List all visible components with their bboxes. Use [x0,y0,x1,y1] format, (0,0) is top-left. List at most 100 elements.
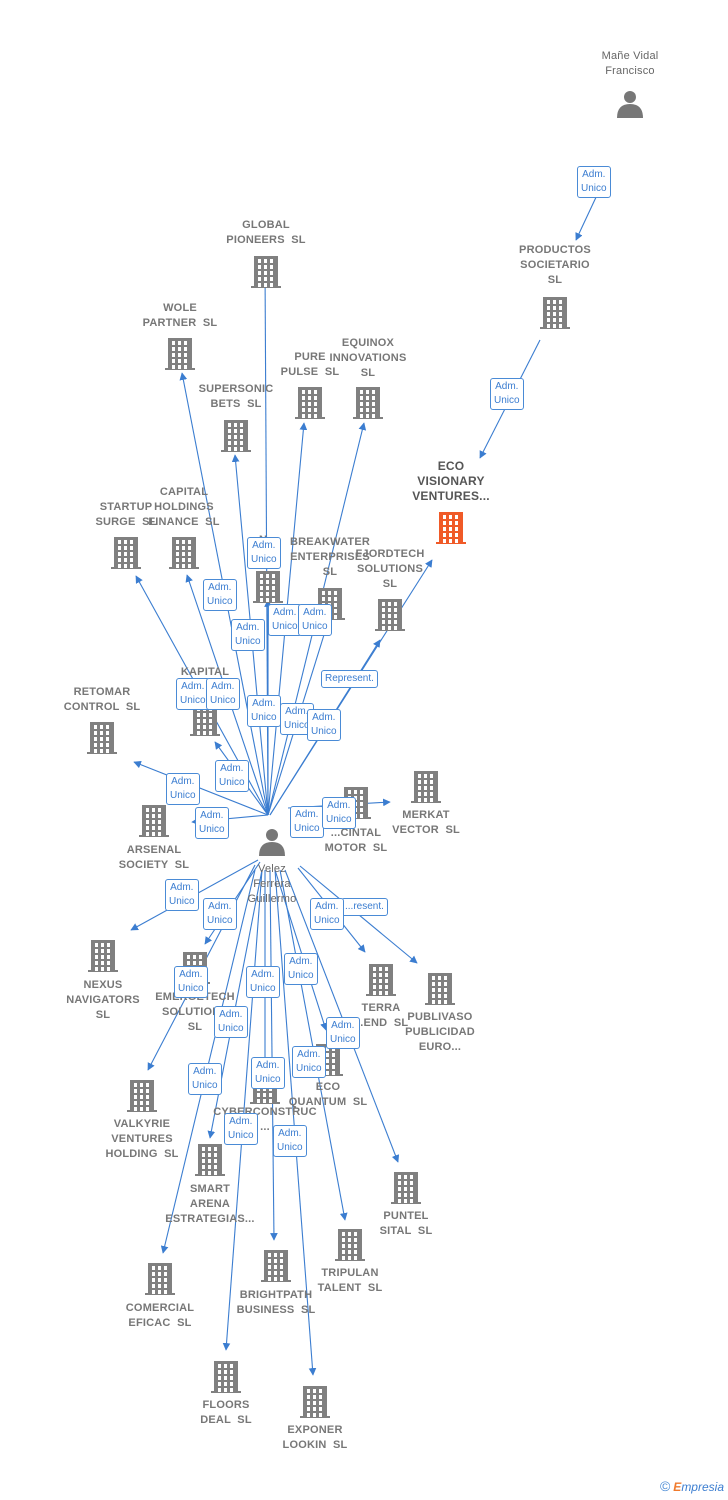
company-label[interactable]: GLOBAL PIONEERS SL [226,219,306,246]
relation-badge-adm-unico[interactable]: Adm. Unico [273,1125,307,1157]
company-label[interactable]: CAPITAL HOLDINGS FINANCE SL [148,486,220,528]
company-label[interactable]: PUBLIVASO PUBLICIDAD EURO... [405,1011,475,1053]
company-building-icon[interactable] [261,1250,291,1282]
highlight-company-label[interactable]: ECO VISIONARY VENTURES... [412,459,490,503]
person-icon[interactable] [617,91,643,118]
company-building-icon[interactable] [366,964,396,996]
relation-badge-adm-unico[interactable]: Adm. Unico [322,797,356,829]
relation-badge-adm-unico[interactable]: Adm. Unico [188,1063,222,1095]
company-building-icon[interactable] [425,973,455,1005]
relation-badge-adm-unico[interactable]: Adm. Unico [176,678,210,710]
company-building-icon[interactable] [295,387,325,419]
company-building-icon[interactable] [127,1080,157,1112]
company-label[interactable]: WOLE PARTNER SL [142,302,218,329]
relation-badge-adm-unico[interactable]: Adm. Unico [326,1017,360,1049]
company-building-icon[interactable] [195,1144,225,1176]
relation-badge-adm-unico[interactable]: Adm. Unico [203,898,237,930]
company-label[interactable]: FLOORS DEAL SL [200,1399,252,1426]
relation-edge [279,869,348,1221]
company-building-icon[interactable] [253,571,283,603]
company-label[interactable]: COMERCIAL EFICAC SL [125,1302,195,1329]
company-label[interactable]: NEXUS NAVIGATORS SL [66,979,140,1021]
relation-badge-adm-unico[interactable]: Adm. Unico [310,898,344,930]
company-building-icon[interactable] [335,1229,365,1261]
relation-edge [222,869,263,1351]
company-building-icon[interactable] [169,537,199,569]
company-label[interactable]: VALKYRIE VENTURES HOLDING SL [105,1118,179,1160]
relation-badge-adm-unico[interactable]: Adm. Unico [231,619,265,651]
nodes-layer [87,91,643,1418]
relation-edge [160,869,256,1254]
company-label[interactable]: BRIGHTPATH BUSINESS SL [236,1289,316,1316]
relation-badge-adm-unico[interactable]: Adm. Unico [490,378,524,410]
relation-badge-represent[interactable]: ...resent. [341,898,388,916]
company-label[interactable]: TRIPULAN TALENT SL [317,1267,383,1294]
company-label[interactable]: MERKAT VECTOR SL [392,809,460,836]
relation-badge-adm-unico[interactable]: Adm. Unico [247,537,281,569]
company-building-icon[interactable] [353,387,383,419]
relation-badge-adm-unico[interactable]: Adm. Unico [174,966,208,998]
company-label[interactable]: FJORDTECH SOLUTIONS SL [355,548,425,590]
relation-badge-adm-unico[interactable]: Adm. Unico [307,709,341,741]
relation-badge-adm-unico[interactable]: Adm. Unico [214,1006,248,1038]
company-label[interactable]: SMART ARENA ESTRATEGIAS... [165,1183,255,1225]
relation-edge [274,869,317,1376]
relation-badge-adm-unico[interactable]: Adm. Unico [247,695,281,727]
relation-badge-adm-unico[interactable]: Adm. Unico [251,1057,285,1089]
relation-badge-adm-unico[interactable]: Adm. Unico [290,806,324,838]
relation-badge-adm-unico[interactable]: Adm. Unico [206,678,240,710]
brand-logo-text: mpresia [681,1480,724,1494]
company-building-icon[interactable] [145,1263,175,1295]
relation-edge [575,192,599,241]
company-label[interactable]: EXPONER LOOKIN SL [282,1424,348,1451]
company-label[interactable]: ARSENAL SOCIETY SL [118,844,190,871]
relation-badge-represent[interactable]: Represent. [321,670,378,688]
company-label[interactable]: KAPITAL [180,666,230,678]
relation-badge-adm-unico[interactable]: Adm. Unico [246,966,280,998]
company-label[interactable]: TERRA ...END SL [353,1002,409,1029]
company-building-icon[interactable] [111,537,141,569]
copyright-icon: © [659,1478,671,1494]
company-label[interactable]: EQUINOX INNOVATIONS SL [329,337,407,379]
highlight-company-building-icon[interactable] [436,512,466,544]
relation-edge [269,869,278,1241]
company-label[interactable]: SUPERSONIC BETS SL [198,383,274,410]
relation-badge-adm-unico[interactable]: Adm. Unico [298,604,332,636]
company-building-icon[interactable] [411,771,441,803]
center-person-label[interactable]: Velez Ferrera Guillermo [247,863,297,905]
company-label[interactable]: ...CINTAL MOTOR SL [324,827,388,854]
company-building-icon[interactable] [251,256,281,288]
company-building-icon[interactable] [391,1172,421,1204]
company-building-icon[interactable] [375,599,405,631]
relation-badge-adm-unico[interactable]: Adm. Unico [203,579,237,611]
relation-badge-adm-unico[interactable]: Adm. Unico [215,760,249,792]
relation-badge-adm-unico[interactable]: Adm. Unico [165,879,199,911]
relation-badge-adm-unico[interactable]: Adm. Unico [224,1113,258,1145]
company-label[interactable]: PRODUCTOS SOCIETARIO SL [519,244,591,286]
company-label[interactable]: BREAKWATER ENTERPRISES SL [289,536,371,578]
person-label[interactable]: Mañe Vidal Francisco [601,50,659,77]
company-label[interactable]: STARTUP SURGE SL [95,501,157,528]
relation-badge-adm-unico[interactable]: Adm. Unico [292,1046,326,1078]
company-building-icon[interactable] [139,805,169,837]
relation-badge-adm-unico[interactable]: Adm. Unico [195,807,229,839]
brand-logo-e: E [673,1480,682,1494]
company-building-icon[interactable] [540,297,570,329]
company-label[interactable]: PURE PULSE SL [280,351,340,378]
company-building-icon[interactable] [87,722,117,754]
company-label[interactable]: PUNTEL SITAL SL [379,1210,433,1237]
company-building-icon[interactable] [300,1386,330,1418]
company-building-icon[interactable] [165,338,195,370]
relation-badge-adm-unico[interactable]: Adm. Unico [268,604,302,636]
company-building-icon[interactable] [221,420,251,452]
company-label[interactable]: ECO QUANTUM SL [288,1081,368,1108]
relation-badge-adm-unico[interactable]: Adm. Unico [280,703,314,735]
company-building-icon[interactable] [88,940,118,972]
relation-edge [133,760,269,816]
relation-badge-adm-unico[interactable]: Adm. Unico [577,166,611,198]
center-person-icon[interactable] [259,829,285,856]
relation-badge-adm-unico[interactable]: Adm. Unico [284,953,318,985]
relation-badge-adm-unico[interactable]: Adm. Unico [166,773,200,805]
company-label[interactable]: RETOMAR CONTROL SL [63,686,141,713]
company-building-icon[interactable] [211,1361,241,1393]
